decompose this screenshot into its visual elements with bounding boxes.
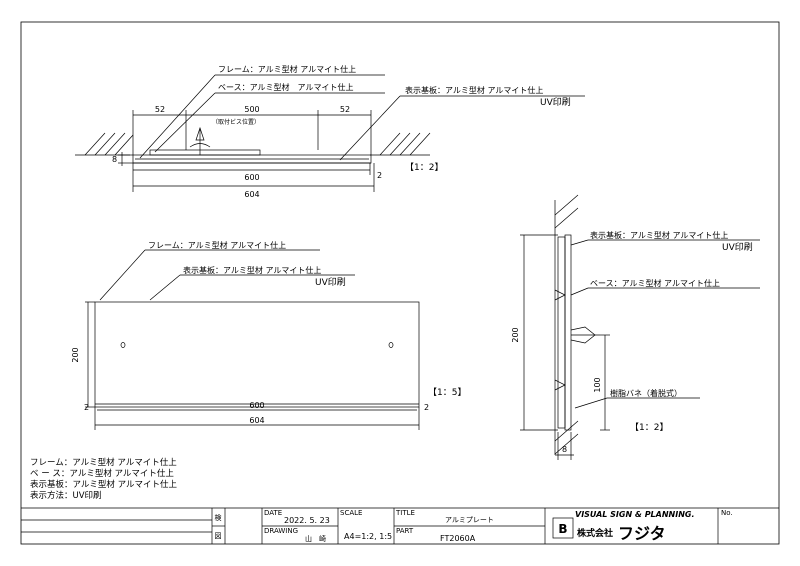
- logo-letter: B: [558, 522, 567, 536]
- drawing-label: DRAWING: [264, 527, 298, 535]
- top-scale: 【1：2】: [405, 162, 443, 173]
- note-panel: 表示基板：アルミ型材 アルマイト仕上: [30, 479, 178, 490]
- part-label: PART: [396, 527, 414, 535]
- title-value: アルミプレート: [445, 516, 494, 524]
- no-label: No.: [721, 509, 733, 517]
- front-frame-label: フレーム：アルミ型材 アルマイト仕上: [148, 240, 286, 250]
- date-label: DATE: [264, 509, 282, 517]
- drawing-value: 山 崎: [305, 534, 326, 543]
- front-dim-inner: 600: [249, 401, 264, 410]
- top-view-text: フレーム：アルミ型材 アルマイト仕上 ベース：アルミ型材 アルマイト仕上 表示基…: [112, 64, 571, 199]
- title-label: TITLE: [395, 509, 415, 517]
- top-panel-print: UV印刷: [540, 96, 571, 108]
- approval-2: 図: [215, 532, 222, 540]
- top-view: [75, 74, 585, 192]
- scale-value: A4=1:2, 1:5: [344, 532, 392, 541]
- company-en: VISUAL SIGN & PLANNING.: [575, 510, 695, 519]
- title-block-text: 検 図 DATE 2022. 5. 23 DRAWING 山 崎 SCALE A…: [215, 509, 733, 543]
- side-scale: 【1：2】: [630, 422, 668, 433]
- note-base: ベ ー ス：アルミ型材 アルマイト仕上: [30, 468, 174, 479]
- dim-gap-2: 2: [377, 171, 382, 180]
- side-dim-height: 200: [511, 327, 520, 342]
- company-prefix: 株式会社: [577, 527, 613, 539]
- note-frame: フレーム：アルミ型材 アルマイト仕上: [30, 457, 177, 468]
- scale-label: SCALE: [340, 509, 362, 517]
- sheet-border: [20, 21, 780, 545]
- dim-outer-604: 604: [244, 190, 259, 199]
- top-panel-label: 表示基板：アルミ型材 アルマイト仕上: [405, 85, 543, 95]
- front-panel-label: 表示基板：アルミ型材 アルマイト仕上: [183, 265, 321, 275]
- date-value: 2022. 5. 23: [284, 516, 330, 525]
- side-view: [520, 194, 760, 460]
- front-dim-gap-right: 2: [424, 403, 429, 412]
- dim-right-52: 52: [340, 105, 350, 114]
- front-dim-height: 200: [71, 347, 80, 362]
- side-view-text: 表示基板：アルミ型材 アルマイト仕上 UV印刷 ベース：アルミ型材 アルマイト仕…: [511, 230, 753, 454]
- dim-left-52: 52: [155, 105, 165, 114]
- top-screw-note: （取付ビス位置）: [212, 118, 260, 126]
- front-scale: 【1：5】: [428, 387, 466, 398]
- top-base-label: ベース：アルミ型材 アルマイト仕上: [218, 82, 353, 92]
- side-spring-label: 樹脂バネ（着脱式）: [610, 388, 682, 398]
- company-name: フジタ: [618, 524, 666, 543]
- side-panel-print: UV印刷: [722, 241, 753, 253]
- approval-1: 検: [215, 513, 222, 522]
- side-base-label: ベース：アルミ型材 アルマイト仕上: [590, 278, 720, 288]
- dim-inner-600: 600: [244, 173, 259, 182]
- note-method: 表示方法：UV印刷: [30, 490, 102, 501]
- front-panel-print: UV印刷: [315, 276, 346, 288]
- front-dim-gap-left: 2: [84, 403, 89, 412]
- side-panel-label: 表示基板：アルミ型材 アルマイト仕上: [590, 230, 728, 240]
- front-dim-outer: 604: [249, 416, 264, 425]
- title-block: [21, 507, 779, 544]
- notes: フレーム：アルミ型材 アルマイト仕上 ベ ー ス：アルミ型材 アルマイト仕上 表…: [30, 457, 178, 501]
- dim-thickness-8: 8: [112, 155, 117, 164]
- part-value: FT2060A: [440, 534, 476, 543]
- side-dim-depth: 8: [562, 445, 567, 454]
- dim-center-500: 500: [244, 105, 259, 114]
- top-frame-label: フレーム：アルミ型材 アルマイト仕上: [218, 64, 356, 74]
- front-view-text: フレーム：アルミ型材 アルマイト仕上 表示基板：アルミ型材 アルマイト仕上 UV…: [71, 240, 466, 425]
- side-dim-spring-offset: 100: [593, 377, 602, 392]
- front-view: [85, 249, 420, 430]
